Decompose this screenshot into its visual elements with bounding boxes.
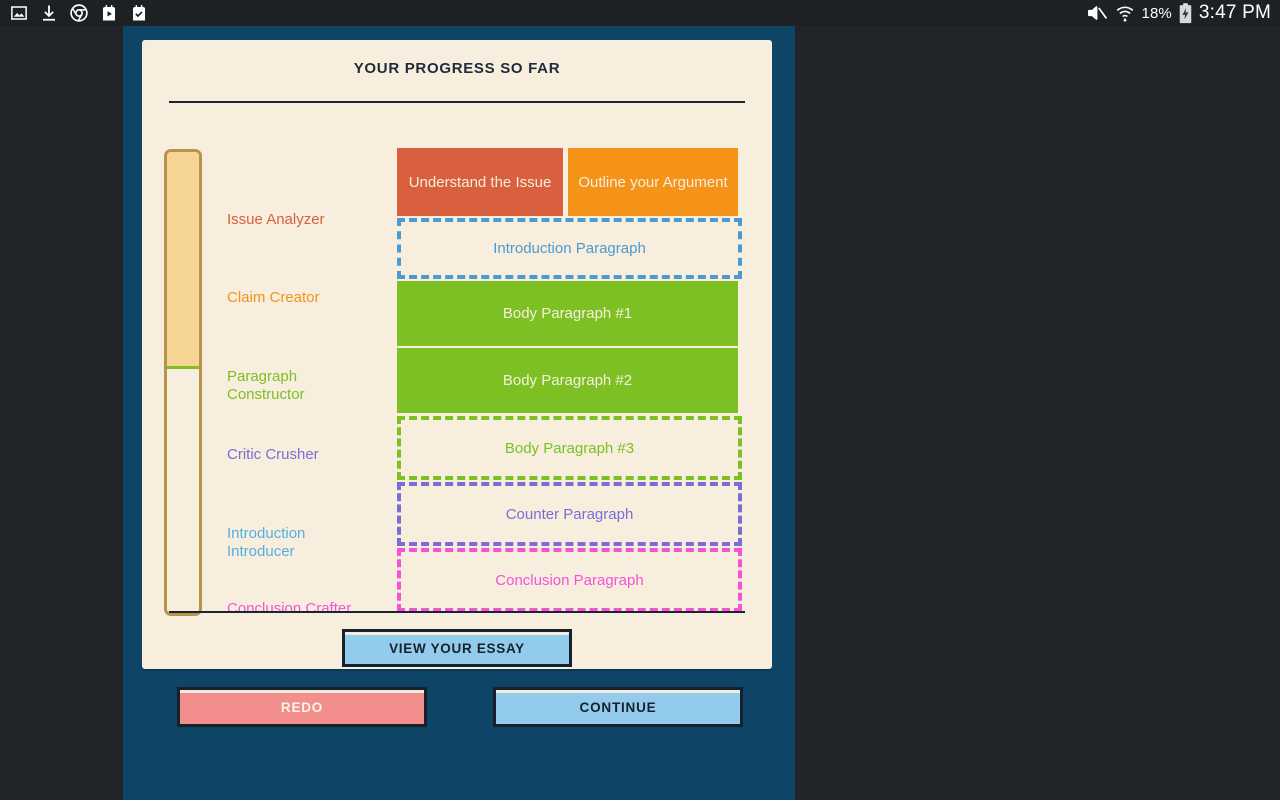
stage-label-line: Paragraph xyxy=(227,368,298,385)
divider-bottom xyxy=(169,611,745,613)
play-store-check-icon xyxy=(130,4,148,22)
essay-block-body-paragraph-2[interactable]: Body Paragraph #2 xyxy=(397,348,738,413)
status-bar-right-cluster: 18% 3:47 PM xyxy=(1086,2,1280,24)
android-status-bar: 18% 3:47 PM xyxy=(0,0,1280,26)
progress-rail-fill xyxy=(167,152,199,369)
battery-charging-icon xyxy=(1179,2,1192,24)
page-title: YOUR PROGRESS SO FAR xyxy=(353,60,561,77)
essay-block-body-paragraph-3[interactable]: Body Paragraph #3 xyxy=(397,416,742,480)
essay-block-counter-paragraph[interactable]: Counter Paragraph xyxy=(397,482,742,546)
chrome-icon xyxy=(70,4,88,22)
status-bar-left-icons xyxy=(0,4,148,22)
photo-icon xyxy=(10,4,28,22)
stage-label-line: Claim Creator xyxy=(227,289,320,306)
stage-label-line: Conclusion Crafter xyxy=(227,600,352,617)
essay-block-body-paragraph-1[interactable]: Body Paragraph #1 xyxy=(397,281,738,346)
progress-rail xyxy=(164,149,202,616)
wifi-icon xyxy=(1115,4,1135,22)
mute-icon xyxy=(1086,4,1108,22)
download-icon xyxy=(40,4,58,22)
view-essay-button[interactable]: VIEW YOUR ESSAY xyxy=(342,629,572,667)
stage-label-line: Issue Analyzer xyxy=(227,211,325,228)
stage-label-5: Conclusion Crafter xyxy=(227,600,351,618)
stage-label-3: Critic Crusher xyxy=(227,446,319,464)
stage-label-line: Critic Crusher xyxy=(227,446,319,463)
stage-label-1: Claim Creator xyxy=(227,289,320,307)
battery-percent-label: 18% xyxy=(1141,4,1172,22)
essay-block-conclusion-paragraph[interactable]: Conclusion Paragraph xyxy=(397,548,742,612)
redo-button[interactable]: REDO xyxy=(177,687,427,727)
essay-block-outline-your-argument[interactable]: Outline your Argument xyxy=(568,148,738,216)
stage-label-0: Issue Analyzer xyxy=(227,211,325,229)
essay-block-introduction-paragraph[interactable]: Introduction Paragraph xyxy=(397,218,742,279)
divider-top xyxy=(169,101,745,103)
continue-button[interactable]: CONTINUE xyxy=(493,687,743,727)
essay-block-understand-the-issue[interactable]: Understand the Issue xyxy=(397,148,563,216)
clock-label: 3:47 PM xyxy=(1198,2,1271,23)
stage-label-line: Constructor xyxy=(227,386,305,403)
action-row: REDO CONTINUE xyxy=(123,687,795,737)
stage-label-line: Introduction xyxy=(227,525,306,542)
stage-label-line: Introducer xyxy=(227,543,295,560)
play-store-icon xyxy=(100,4,118,22)
